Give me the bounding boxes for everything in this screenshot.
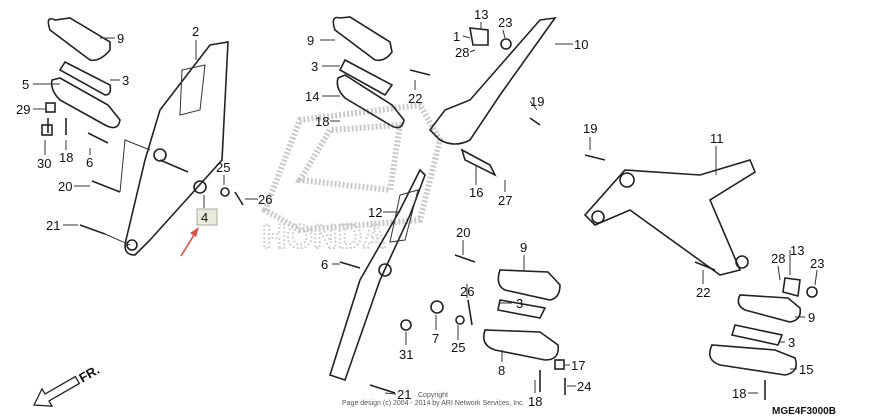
honda-watermark: HONDA — [261, 101, 444, 257]
callout[interactable]: 2 — [192, 24, 199, 39]
copyright-line1: Copyright — [418, 392, 448, 399]
callout[interactable]: 31 — [399, 347, 413, 362]
callout[interactable]: 19 — [530, 94, 544, 109]
callout[interactable]: 11 — [710, 131, 724, 146]
callout[interactable]: 29 — [16, 102, 30, 117]
callout[interactable]: 23 — [810, 256, 824, 271]
callout[interactable]: 6 — [321, 257, 328, 272]
callout[interactable]: 17 — [571, 358, 585, 373]
callout[interactable]: 6 — [86, 155, 93, 170]
callout[interactable]: 26 — [258, 192, 272, 207]
callout[interactable]: 7 — [432, 331, 439, 346]
highlight-box — [196, 208, 218, 226]
step-holder-bracket-middle — [329, 168, 426, 382]
callout[interactable]: 30 — [37, 156, 51, 171]
callout[interactable]: 18 — [528, 394, 542, 409]
washer — [220, 187, 230, 197]
callout[interactable]: 22 — [696, 285, 710, 300]
callout[interactable]: 24 — [577, 379, 591, 394]
callout[interactable]: 23 — [498, 15, 512, 30]
callout[interactable]: 15 — [799, 362, 813, 377]
arrow-left-icon — [33, 375, 81, 407]
step-holder-bracket — [124, 41, 229, 256]
callout[interactable]: 21 — [46, 218, 60, 233]
callout[interactable]: 3 — [788, 335, 795, 350]
footpeg-rubber — [47, 17, 111, 62]
watermark-text: HONDA — [262, 218, 387, 256]
callout[interactable]: 18 — [732, 386, 746, 401]
rear-bracket — [428, 16, 557, 145]
highlighted-callout-4[interactable]: 4 — [196, 208, 218, 226]
right-bracket-group — [583, 154, 818, 400]
callout[interactable]: 21 — [397, 387, 411, 402]
callout[interactable]: 13 — [474, 7, 488, 22]
red-arrow-icon — [180, 227, 199, 257]
callout[interactable]: 20 — [58, 179, 72, 194]
callout[interactable]: 18 — [315, 114, 329, 129]
callout[interactable]: 13 — [790, 243, 804, 258]
callout[interactable]: 4 — [201, 210, 208, 225]
callout[interactable]: 10 — [574, 37, 588, 52]
callout[interactable]: 18 — [59, 150, 73, 165]
callout[interactable]: 12 — [368, 205, 382, 220]
callout[interactable]: 8 — [498, 363, 505, 378]
callout[interactable]: 26 — [460, 284, 474, 299]
callout[interactable]: 28 — [455, 45, 469, 60]
callout[interactable]: 5 — [22, 77, 29, 92]
callout[interactable]: 28 — [771, 251, 785, 266]
callout[interactable]: 25 — [216, 160, 230, 175]
footpeg — [50, 77, 121, 129]
callout[interactable]: 9 — [808, 310, 815, 325]
diagram-code: MGE4F3000B — [772, 406, 836, 417]
left-bracket-group — [41, 17, 244, 256]
callout[interactable]: 9 — [520, 240, 527, 255]
callout[interactable]: 25 — [451, 340, 465, 355]
front-direction-indicator: FR. — [33, 362, 102, 407]
callout[interactable]: 3 — [311, 59, 318, 74]
middle-bracket-group — [329, 16, 566, 395]
direction-label: FR. — [76, 362, 102, 385]
callout[interactable]: 14 — [305, 89, 319, 104]
leader-lines — [33, 22, 818, 395]
callout[interactable]: 3 — [516, 296, 523, 311]
callout[interactable]: 9 — [117, 31, 124, 46]
callout[interactable]: 3 — [122, 73, 129, 88]
copyright-line2: Page design (c) 2004 - 2014 by ARI Netwo… — [342, 400, 525, 407]
callout[interactable]: 22 — [408, 91, 422, 106]
callout[interactable]: 9 — [307, 33, 314, 48]
callout[interactable]: 20 — [456, 225, 470, 240]
spring — [193, 180, 207, 194]
callout[interactable]: 1 — [453, 29, 460, 44]
pin — [234, 191, 244, 206]
callout[interactable]: 19 — [583, 121, 597, 136]
footpeg-plate — [58, 60, 112, 96]
callout-labels: 9 2 5 3 29 30 18 6 20 21 25 26 4 9 13 23… — [16, 7, 824, 409]
rear-step-bracket — [583, 159, 756, 276]
callout[interactable]: 16 — [469, 185, 483, 200]
callout[interactable]: 27 — [498, 193, 512, 208]
